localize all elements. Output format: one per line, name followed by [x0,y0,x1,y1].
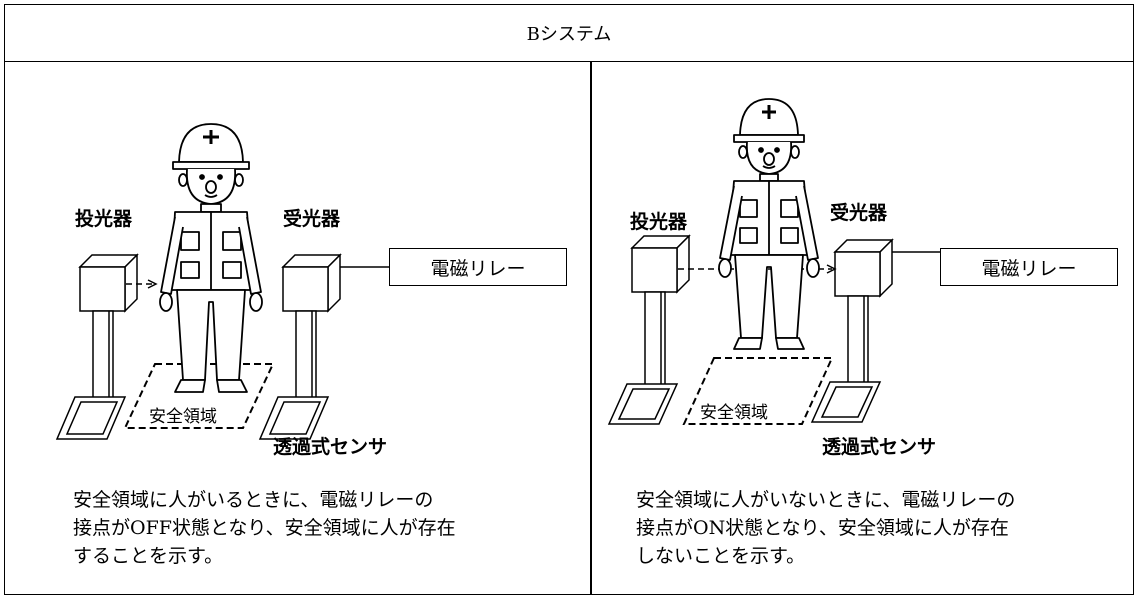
light-beam [678,264,837,274]
receiver-label: 受光器 [830,202,888,224]
system-title: Bシステム [5,5,1133,62]
emitter-device [607,234,691,425]
safety-zone-label: 安全領域 [698,398,770,423]
panel-divider [590,62,592,594]
emitter-label: 投光器 [75,208,133,230]
description-line: 接点がON状態となり、安全領域に人が存在 [636,517,1009,539]
system-frame: Bシステム [4,4,1134,595]
scene-person-absent [607,98,940,425]
emitter-label: 投光器 [630,211,688,233]
light-beam [126,279,158,289]
receiver-device [258,253,342,440]
emitter-device [55,253,139,440]
worker-figure [718,98,820,350]
worker-figure [159,123,263,393]
description: 安全領域に人がいるときに、電磁リレーの 接点がOFF状態となり、安全領域に人が存… [73,486,456,570]
receiver-label: 受光器 [283,208,341,230]
relay-box: 電磁リレー [940,248,1118,286]
description-line: 安全領域に人がいるときに、電磁リレーの [73,489,434,511]
safety-zone [682,357,834,425]
panel-person-present: 投光器 受光器 電磁リレー 安全領域 透過式センサ 安全領域に人がいるときに、電… [5,62,590,594]
receiver-device [810,238,894,423]
description: 安全領域に人がいないときに、電磁リレーの 接点がON状態となり、安全領域に人が存… [636,486,1015,570]
sensor-label: 透過式センサ [822,436,937,458]
scene-person-present [55,123,389,440]
description-line: することを示す。 [73,545,224,567]
description-line: しないことを示す。 [636,545,806,567]
description-line: 接点がOFF状態となり、安全領域に人が存在 [73,517,456,539]
sensor-label: 透過式センサ [273,436,388,458]
description-line: 安全領域に人がいないときに、電磁リレーの [636,489,1016,511]
relay-box: 電磁リレー [389,248,567,286]
safety-zone-label: 安全領域 [147,402,219,427]
panel-person-absent: 投光器 受光器 電磁リレー 安全領域 透過式センサ 安全領域に人がいないときに、… [592,62,1133,594]
